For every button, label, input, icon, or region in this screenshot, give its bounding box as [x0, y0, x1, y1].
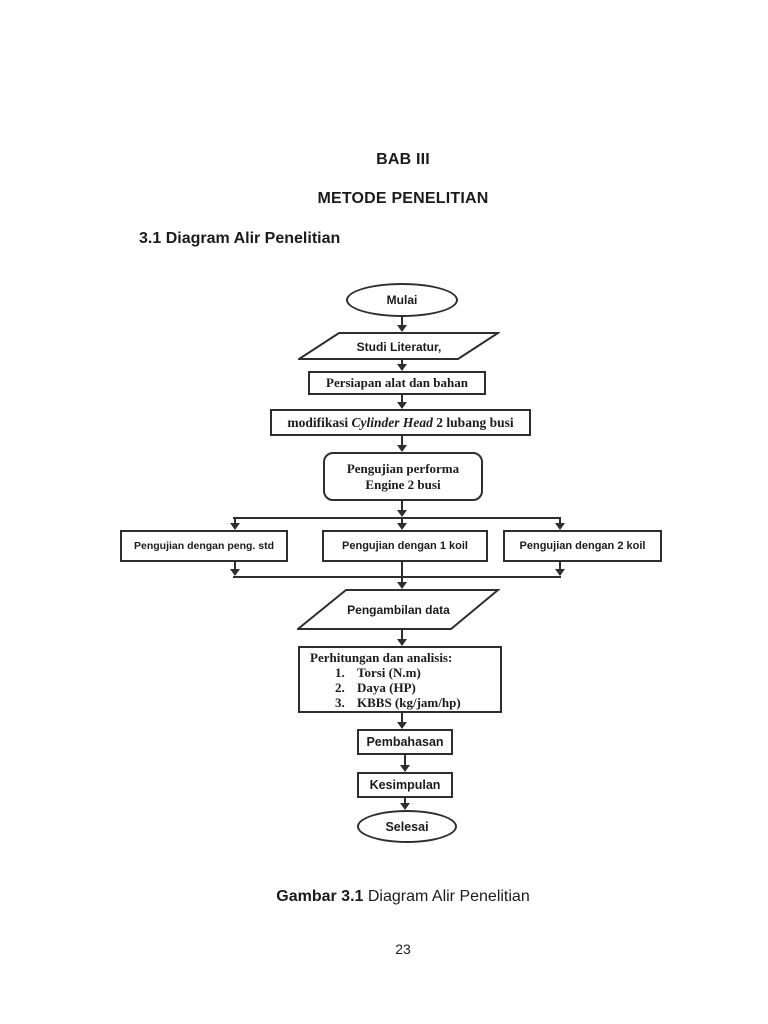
flow-node-end: Selesai [357, 810, 457, 843]
arrowhead-down [230, 569, 240, 576]
flow-node-test-one-coil: Pengujian dengan 1 koil [322, 530, 488, 562]
chapter-heading: METODE PENELITIAN [317, 190, 489, 207]
flow-node-start: Mulai [346, 283, 458, 317]
arrowhead-down [555, 523, 565, 530]
flow-node-end-label: Selesai [385, 819, 429, 834]
connector-line [234, 519, 236, 523]
flow-node-preparation: Persiapan alat dan bahan [308, 371, 486, 395]
flow-node-performance-test: Pengujian performa Engine 2 busi [323, 452, 483, 501]
arrowhead-down [397, 523, 407, 530]
modification-italic: Cylinder Head [351, 414, 433, 430]
branch-line-top [233, 517, 561, 519]
parallelogram-outline [298, 332, 500, 360]
section-heading: 3.1 Diagram Alir Penelitian [139, 230, 341, 247]
analysis-title: Perhitungan dan analisis: [310, 650, 453, 665]
arrowhead-down [400, 765, 410, 772]
flow-node-test-two-coil: Pengujian dengan 2 koil [503, 530, 662, 562]
analysis-item-number: 3. [335, 695, 345, 710]
connector-line [234, 562, 236, 569]
arrowhead-down [400, 803, 410, 810]
analysis-item-label: Daya (HP) [357, 680, 416, 695]
flow-node-data-collection: Pengambilan data [297, 589, 500, 631]
arrowhead-down [397, 722, 407, 729]
flow-node-conclusion-label: Kesimpulan [369, 778, 441, 792]
connector-line [401, 500, 403, 510]
arrowhead-down [397, 445, 407, 452]
connector-line [401, 316, 403, 325]
figure-caption: Gambar 3.1 Diagram Alir Penelitian [19, 888, 768, 906]
arrowhead-down [230, 523, 240, 530]
arrowhead-down [397, 510, 407, 517]
arrowhead-down [397, 364, 407, 371]
arrowhead-down [397, 402, 407, 409]
flow-node-conclusion: Kesimpulan [357, 772, 453, 798]
arrowhead-down [397, 582, 407, 589]
flow-node-literature-label: Studi Literatur, [356, 339, 442, 354]
flow-node-modification: modifikasi Cylinder Head 2 lubang busi [270, 409, 531, 436]
analysis-item-number: 1. [335, 665, 345, 680]
chapter-title: BAB III [376, 151, 430, 168]
flow-node-modification-label: modifikasi Cylinder Head 2 lubang busi [287, 415, 513, 431]
connector-line [401, 562, 403, 582]
connector-line [401, 519, 403, 523]
figure-caption-text: Diagram Alir Penelitian [363, 888, 530, 905]
analysis-item-number: 2. [335, 680, 345, 695]
analysis-item: 1. Torsi (N.m) [300, 665, 500, 680]
flow-node-literature: Studi Literatur, [298, 332, 500, 361]
arrowhead-down [397, 325, 407, 332]
flow-node-analysis: Perhitungan dan analisis: 1. Torsi (N.m)… [298, 646, 502, 713]
modification-suffix: 2 lubang busi [432, 414, 514, 430]
flow-node-start-label: Mulai [386, 293, 418, 307]
flow-node-test-standard: Pengujian dengan peng. std [120, 530, 288, 562]
connector-line [401, 630, 403, 639]
flow-node-data-collection-label: Pengambilan data [347, 603, 450, 617]
flow-node-discussion: Pembahasan [357, 729, 453, 755]
performance-line1: Pengujian performa [346, 460, 460, 476]
parallelogram-shape [298, 332, 500, 360]
arrowhead-down [397, 639, 407, 646]
branch-line-bottom [233, 576, 561, 578]
connector-line [401, 393, 403, 402]
connector-line [404, 755, 406, 765]
figure-caption-number: Gambar 3.1 [276, 888, 364, 905]
analysis-item: 2. Daya (HP) [300, 680, 500, 695]
page-number: 23 [395, 941, 411, 957]
arrowhead-down [555, 569, 565, 576]
analysis-item-label: KBBS (kg/jam/hp) [357, 695, 461, 710]
parallelogram-outline [297, 589, 500, 630]
flow-node-test-standard-label: Pengujian dengan peng. std [133, 540, 274, 552]
flow-node-discussion-label: Pembahasan [366, 735, 444, 749]
analysis-item: 3. KBBS (kg/jam/hp) [300, 695, 500, 710]
connector-line [401, 711, 403, 722]
connector-line [404, 798, 406, 803]
connector-line [401, 435, 403, 445]
flow-node-test-two-coil-label: Pengujian dengan 2 koil [519, 540, 646, 552]
connector-line [559, 519, 561, 523]
parallelogram-shape [297, 589, 500, 630]
flow-node-test-one-coil-label: Pengujian dengan 1 koil [342, 540, 468, 552]
analysis-item-label: Torsi (N.m) [357, 665, 421, 680]
flow-node-preparation-label: Persiapan alat dan bahan [326, 375, 468, 390]
connector-line [559, 562, 561, 569]
performance-line2: Engine 2 busi [365, 476, 441, 492]
modification-prefix: modifikasi [287, 414, 352, 430]
connector-line [401, 359, 403, 364]
